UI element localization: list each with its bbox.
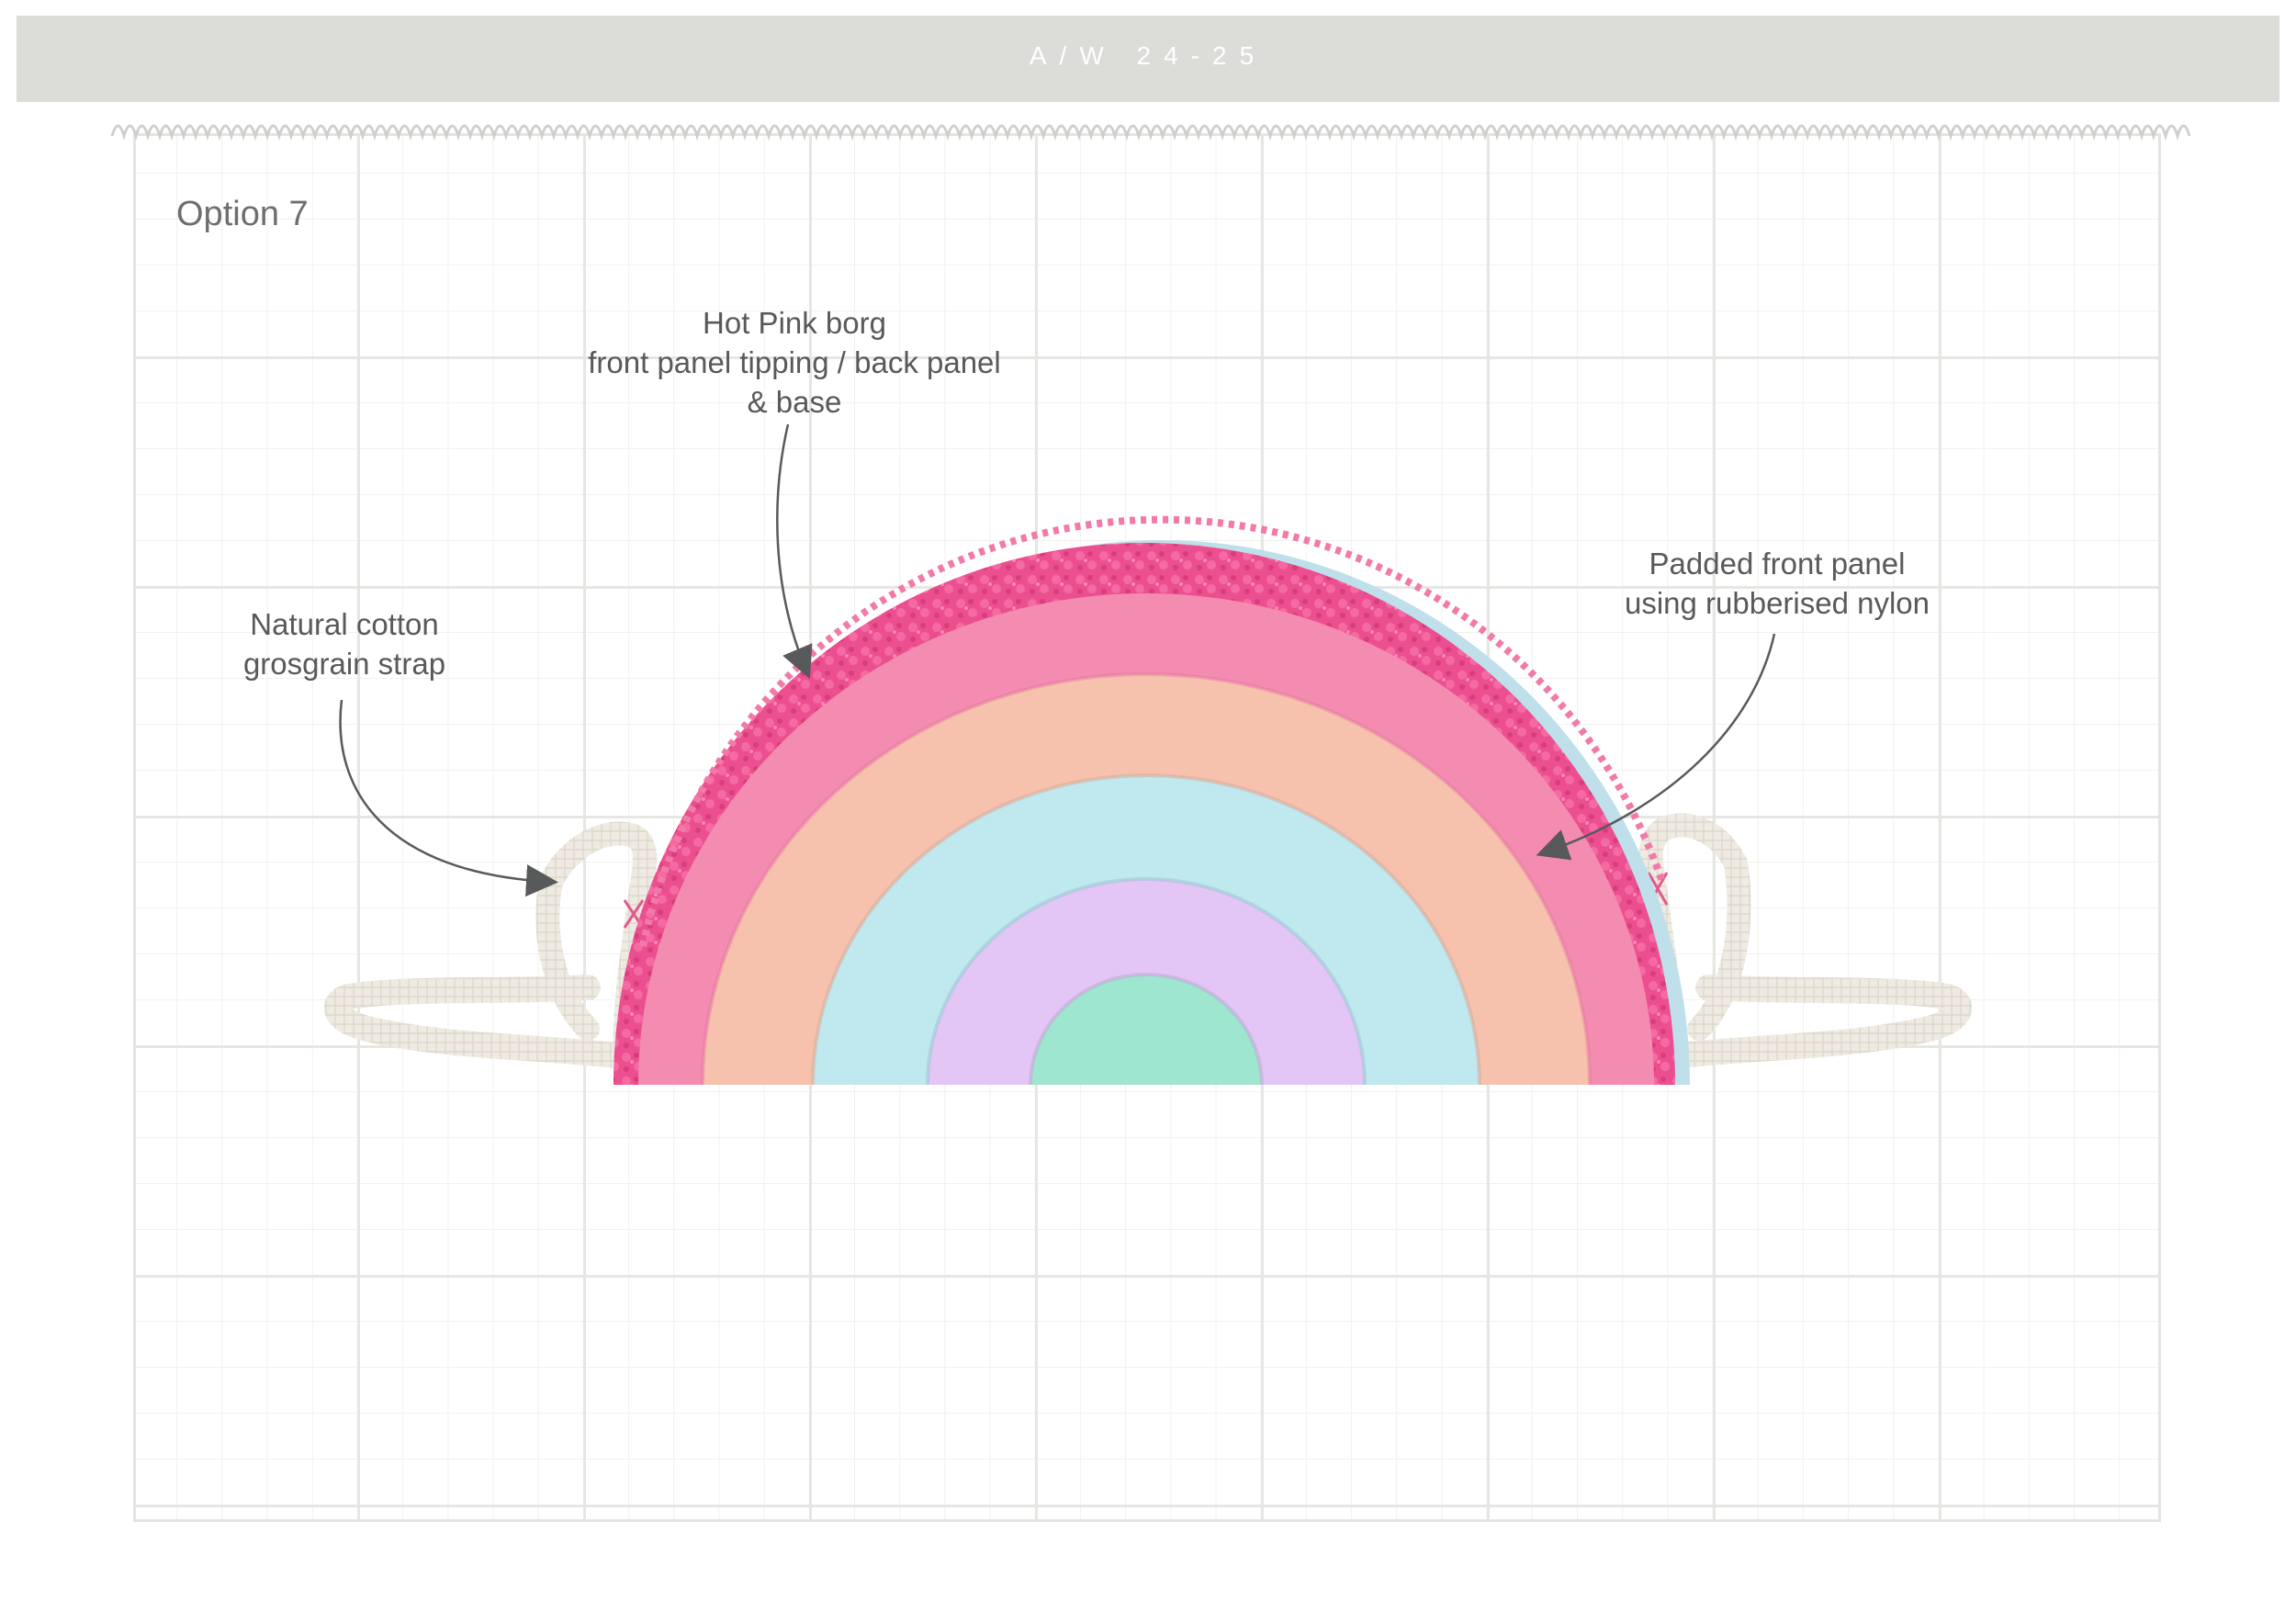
strap-left [324, 821, 657, 1077]
callout-borg-line-2: front panel tipping / back panel [588, 345, 1001, 379]
scalloped-zip-edge [110, 124, 2191, 141]
callout-strap-line-1: Natural cotton [250, 607, 439, 641]
season-label: A/W 24-25 [1029, 41, 1267, 70]
callout-strap: Natural cotton grosgrain strap [197, 604, 491, 683]
header-bar: A/W 24-25 [17, 16, 2279, 102]
callout-padded-line-1: Padded front panel [1649, 547, 1906, 581]
callout-borg-line-3: & base [747, 385, 842, 419]
strap-right [1638, 813, 1972, 1077]
leader-arrow [1536, 633, 1776, 861]
zip-tape [639, 515, 1666, 947]
leader-arrow [776, 423, 813, 680]
callout-borg: Hot Pink borg front panel tipping / back… [556, 303, 1033, 422]
callout-padded: Padded front panel using rubberised nylo… [1593, 544, 1961, 623]
callout-padded-line-2: using rubberised nylon [1624, 586, 1930, 620]
leader-arrow [339, 699, 558, 897]
callout-strap-line-2: grosgrain strap [242, 647, 446, 681]
callout-borg-line-1: Hot Pink borg [703, 306, 886, 340]
option-title: Option 7 [176, 195, 309, 233]
band-mint [1030, 975, 1262, 1085]
graph-paper-sheet [133, 133, 2161, 1522]
